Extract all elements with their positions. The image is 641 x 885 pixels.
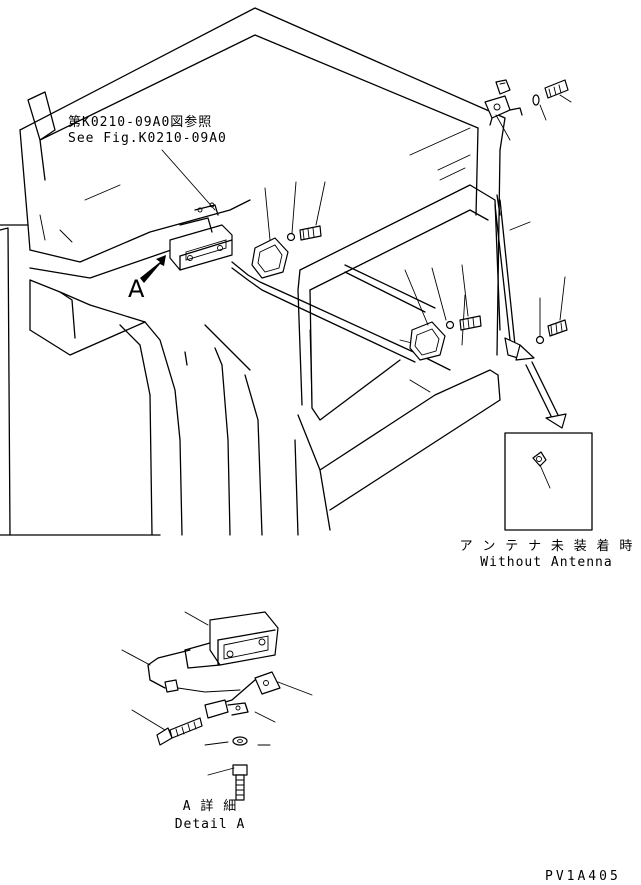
without-antenna-en: Without Antenna: [480, 555, 613, 570]
inset-box: [504, 432, 593, 531]
detail-a-en: Detail A: [174, 817, 246, 832]
inset-double-arrow: [515, 344, 567, 429]
ref-label-en: See Fig.K0210-09A0: [68, 131, 227, 146]
detail-a-jp: A 詳 細: [182, 799, 238, 814]
ref-label-jp: 第K0210-09A0図参照: [68, 115, 213, 130]
speaker-right: [404, 264, 482, 361]
drawing-code: PV1A405: [545, 869, 621, 884]
antenna-mast: [494, 194, 568, 359]
cab-outline: [0, 7, 506, 536]
detail-a: [121, 611, 313, 801]
view-letter-a: A: [128, 275, 145, 303]
view-arrow: [140, 255, 166, 283]
top-bracket-parts: [484, 79, 572, 141]
radio-unit: [169, 202, 233, 271]
without-antenna-jp: ア ン テ ナ 未 装 着 時: [459, 539, 634, 554]
speaker-left: [251, 181, 326, 279]
